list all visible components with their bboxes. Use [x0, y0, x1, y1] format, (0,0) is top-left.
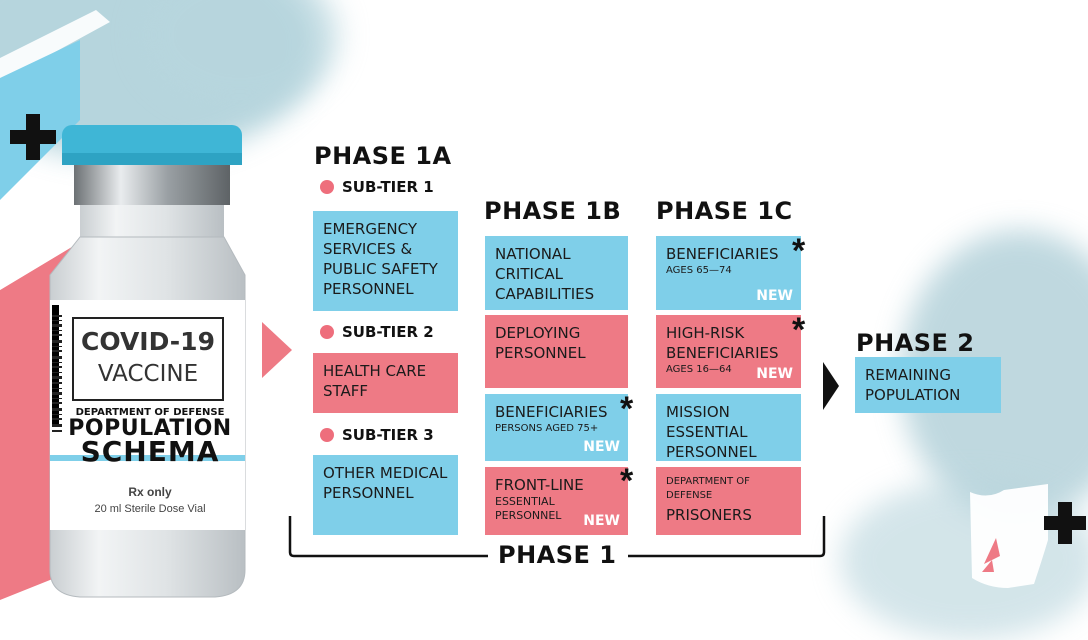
pink-arrow-icon: [262, 322, 292, 378]
phase-1a-title: PHASE 1A: [314, 142, 452, 170]
phase-1a-box-emergency: EMERGENCY SERVICES & PUBLIC SAFETY PERSO…: [313, 211, 458, 311]
new-badge: NEW: [756, 366, 793, 382]
phase-1c-box-mission: MISSION ESSENTIAL PERSONNEL: [656, 394, 801, 461]
vial-label-box: COVID-19 VACCINE: [72, 317, 224, 401]
sub-tier-3-label: SUB-TIER 3: [320, 426, 434, 444]
phase-1b-box-national: NATIONAL CRITICAL CAPABILITIES: [485, 236, 628, 310]
new-badge: NEW: [583, 439, 620, 455]
phase-1b-title: PHASE 1B: [484, 197, 622, 225]
vial-graphic: [49, 125, 246, 598]
vial-population: POPULATION: [68, 416, 232, 441]
ohio-logo-icon: [970, 484, 1048, 588]
vial-rx: Rx only: [128, 485, 172, 499]
vaccine-vial: COVID-19 VACCINE DEPARTMENT OF DEFENSE P…: [40, 125, 255, 600]
bullet-icon: [320, 180, 334, 194]
phase-1b-box-front-line: FRONT-LINE ESSENTIAL PERSONNEL NEW: [485, 467, 628, 535]
new-badge: NEW: [756, 288, 793, 304]
asterisk-mark: *: [792, 311, 806, 349]
asterisk-mark: *: [620, 462, 634, 500]
phase-1-bracket: [288, 516, 826, 558]
sub-tier-2-label: SUB-TIER 2: [320, 323, 434, 341]
phase-1b-box-beneficiaries: BENEFICIARIES PERSONS AGED 75+ NEW: [485, 394, 628, 461]
bullet-icon: [320, 325, 334, 339]
phase-2-title: PHASE 2: [856, 329, 975, 357]
black-arrow-icon: [823, 362, 839, 410]
phase-1c-box-prisoners: DEPARTMENT OF DEFENSE PRISONERS: [656, 467, 801, 535]
phase-1c-box-high-risk: HIGH-RISK BENEFICIARIES AGES 16—64 NEW: [656, 315, 801, 388]
vial-dose: 20 ml Sterile Dose Vial: [94, 503, 206, 515]
asterisk-mark: *: [620, 390, 634, 428]
plus-icon: [1044, 502, 1086, 544]
phase-1c-box-beneficiaries: BENEFICIARIES AGES 65—74 NEW: [656, 236, 801, 310]
plus-icon: [10, 114, 56, 160]
barcode-icon: [52, 315, 62, 432]
sub-tier-1-label: SUB-TIER 1: [320, 178, 434, 196]
phase-2-box-remaining: REMAINING POPULATION: [855, 357, 1001, 413]
phase-1-label: PHASE 1: [498, 541, 617, 569]
new-badge: NEW: [583, 513, 620, 529]
vial-schema: SCHEMA: [80, 435, 220, 468]
vial-subtitle: VACCINE: [97, 361, 199, 387]
phase-1a-box-health-care: HEALTH CARE STAFF: [313, 353, 458, 413]
asterisk-mark: *: [792, 232, 806, 270]
vial-dept: DEPARTMENT OF DEFENSE: [75, 407, 225, 418]
phase-1b-box-deploying: DEPLOYING PERSONNEL: [485, 315, 628, 388]
vial-title: COVID-19: [81, 327, 215, 356]
phase-1c-title: PHASE 1C: [656, 197, 793, 225]
phase-1a-box-medical: OTHER MEDICAL PERSONNEL: [313, 455, 458, 535]
bullet-icon: [320, 428, 334, 442]
